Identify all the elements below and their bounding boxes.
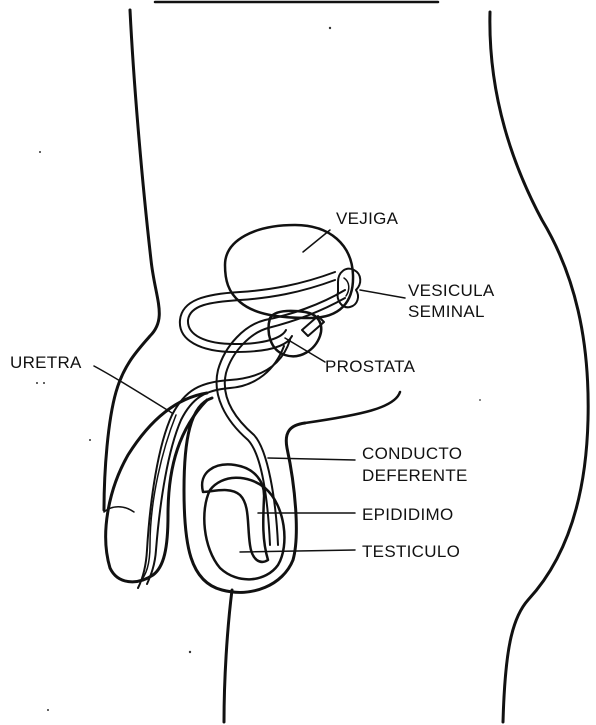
label-prostata: PROSTATA (325, 357, 416, 376)
label-testiculo: TESTICULO (362, 542, 460, 561)
front-body-outline (104, 10, 159, 510)
vesicula-leader (360, 290, 405, 298)
testiculo-leader (240, 550, 355, 552)
label-uretra: URETRA (10, 353, 82, 372)
conducto-leader (268, 458, 355, 460)
scan-speck (89, 439, 91, 441)
back-body-outline (490, 12, 588, 722)
label-conducto-line2: DEFERENTE (362, 466, 468, 485)
vas-deferens-inner (225, 298, 345, 545)
vejiga-leader (303, 230, 330, 252)
prostata-leader (285, 338, 325, 362)
thigh-outline (224, 590, 232, 722)
uretra-leader (94, 366, 172, 413)
perineum-line (305, 392, 400, 423)
label-epididimo: EPIDIDIMO (362, 505, 454, 524)
scan-speck (329, 27, 331, 29)
scan-speck (36, 382, 38, 384)
label-vesicula-line2: SEMINAL (408, 302, 485, 321)
label-vesicula-line1: VESICULA (408, 281, 495, 300)
scan-speck (189, 651, 191, 653)
vas-deferens-outer (217, 290, 345, 545)
scan-speck (479, 399, 481, 401)
scan-speck (43, 382, 45, 384)
label-vejiga: VEJIGA (336, 209, 399, 228)
scan-speck (39, 151, 41, 153)
seminal-vesicle-detail (344, 278, 349, 296)
scan-speck (47, 709, 49, 711)
label-conducto-line1: CONDUCTO (362, 444, 462, 463)
penis-inner-line (140, 415, 176, 582)
